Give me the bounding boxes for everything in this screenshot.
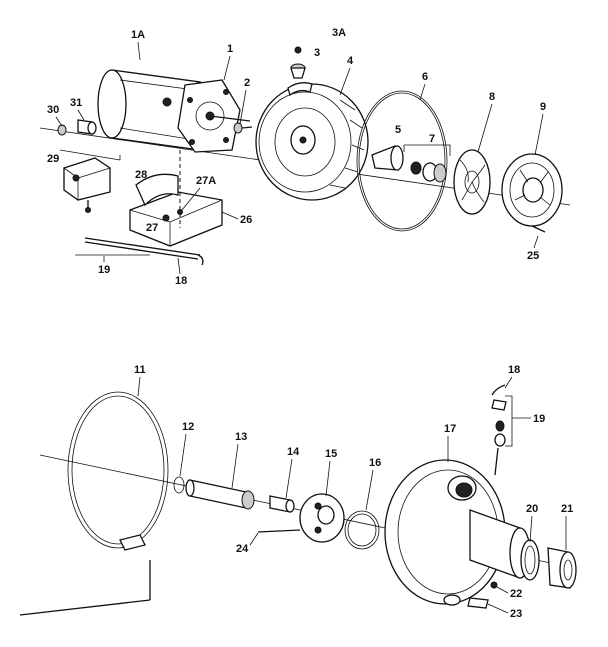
o-ring-medium-inner [347,513,377,547]
label-2: 2 [244,77,250,89]
motor-base [59,149,223,247]
o-ring-medium [344,510,380,550]
labels: 1A 1 2 3 3A 4 5 6 7 8 9 25 26 27 27A 28 … [47,27,573,620]
pump-casing [384,459,531,606]
diffuser [501,153,563,233]
fitting-18-19-bottom [491,384,513,476]
label-7: 7 [429,133,435,145]
label-18-bottom: 18 [508,364,520,376]
motor [97,69,213,151]
drain-plug-22-23 [467,581,498,609]
label-9: 9 [540,101,546,113]
o-ring-large-inner [358,92,446,230]
label-14: 14 [287,446,300,458]
label-3A: 3A [332,27,346,39]
label-15: 15 [325,448,337,460]
impeller [453,149,491,215]
label-16: 16 [369,457,381,469]
label-17: 17 [444,423,456,435]
seal-plate [255,82,369,201]
label-26: 26 [240,214,252,226]
motor-flange [177,79,251,153]
label-23: 23 [510,608,522,620]
label-31: 31 [70,97,82,109]
nozzle [269,495,295,513]
label-27: 27 [146,222,158,234]
label-5: 5 [395,124,401,136]
label-6: 6 [422,71,428,83]
label-4: 4 [347,55,354,67]
label-20: 20 [526,503,538,515]
label-19-bottom: 19 [533,413,545,425]
part-2-bolt [233,122,253,134]
o-ring-large [356,90,448,232]
label-21: 21 [561,503,573,515]
label-19-top: 19 [98,264,110,276]
o-ring-small [173,476,185,494]
ejector-body [257,493,345,543]
venturi-tube [185,479,255,510]
pressure-switch [63,157,111,213]
seal-parts [403,144,451,183]
label-1A: 1A [131,29,145,41]
label-13: 13 [235,431,247,443]
label-27A: 27A [196,175,216,187]
label-12: 12 [182,421,194,433]
label-22: 22 [510,588,522,600]
rings-20-21 [520,539,577,589]
seal-cone [371,145,404,171]
label-30: 30 [47,104,59,116]
fittings-30-31 [57,119,97,136]
part-3-plug [290,46,306,79]
label-3: 3 [314,47,320,59]
label-1: 1 [227,43,233,55]
label-18-top: 18 [175,275,187,287]
label-25: 25 [527,250,539,262]
label-28: 28 [135,169,147,181]
label-11: 11 [134,364,146,376]
label-8: 8 [489,91,495,103]
band-clamp [19,391,169,616]
label-29: 29 [47,153,59,165]
label-24: 24 [236,543,249,555]
tube-18-top [75,237,204,266]
